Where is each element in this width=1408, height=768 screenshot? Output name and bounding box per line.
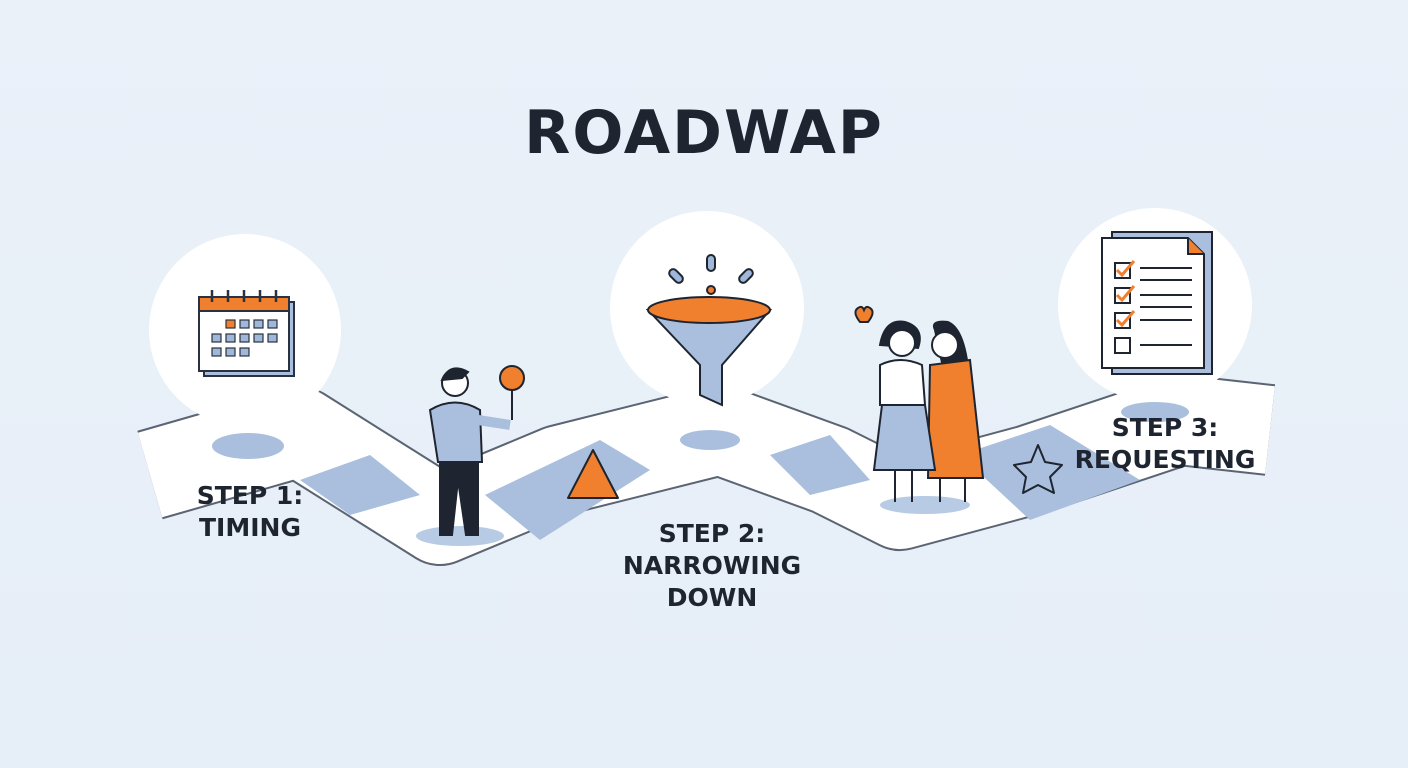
- checklist-icon: [1101, 231, 1213, 375]
- star-marker: [1013, 444, 1063, 494]
- step3-name: REQUESTING: [1074, 445, 1256, 474]
- step3-heading: STEP 3:: [1111, 413, 1219, 442]
- step2-name-line2: DOWN: [666, 583, 758, 612]
- page-title: ROADWAP: [524, 98, 884, 168]
- two-people-hugging: [854, 305, 985, 514]
- step3-bubble: [1058, 208, 1252, 422]
- heart-icon: [854, 305, 874, 323]
- step2-bubble: [610, 211, 804, 450]
- step1-name: TIMING: [199, 513, 301, 542]
- road-tile-blue: [770, 435, 870, 495]
- step3-label: STEP 3: REQUESTING: [1060, 412, 1270, 476]
- road-tile-blue: [300, 455, 420, 515]
- step2-name-line1: NARROWING: [622, 551, 802, 580]
- triangle-marker: [567, 449, 619, 499]
- road-path: [137, 374, 1276, 566]
- calendar-icon: [198, 290, 295, 377]
- road-tile-blue: [485, 440, 650, 540]
- funnel-icon: [645, 254, 773, 407]
- step1-label: STEP 1: TIMING: [190, 480, 310, 544]
- step2-label: STEP 2: NARROWING DOWN: [612, 518, 812, 614]
- person-holding-sign: [416, 365, 525, 546]
- step2-heading: STEP 2:: [658, 519, 766, 548]
- step1-bubble: [149, 234, 341, 459]
- step1-heading: STEP 1:: [196, 481, 304, 510]
